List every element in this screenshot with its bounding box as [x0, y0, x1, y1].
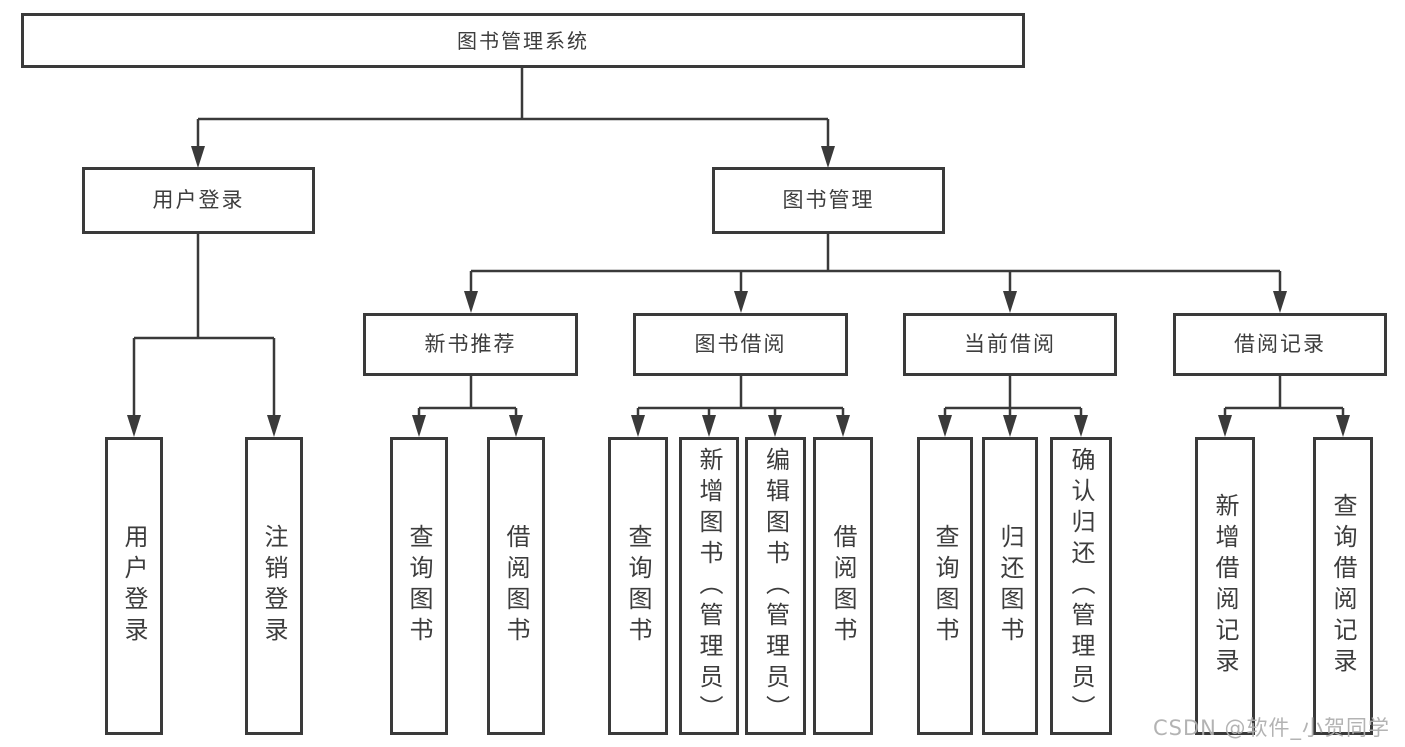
node-borrow-records: 借阅记录	[1173, 313, 1387, 376]
node-book-management: 图书管理	[712, 167, 945, 234]
leaf-add-book-admin: 新增图书（管理员）	[679, 437, 739, 735]
leaf-query-books-recommend: 查询图书	[390, 437, 448, 735]
arrow-icon	[821, 146, 835, 168]
arrow-icon	[412, 415, 426, 437]
leaf-query-borrow-record: 查询借阅记录	[1313, 437, 1373, 735]
arrow-icon	[127, 415, 141, 437]
arrow-icon	[1336, 415, 1350, 437]
leaf-logout-login: 注销登录	[245, 437, 303, 735]
leaf-query-books-borrow: 查询图书	[608, 437, 668, 735]
node-book-borrow: 图书借阅	[633, 313, 848, 376]
arrow-icon	[1273, 291, 1287, 313]
leaf-return-book: 归还图书	[982, 437, 1038, 735]
leaf-query-books-current: 查询图书	[917, 437, 973, 735]
leaf-borrow-books-recommend: 借阅图书	[487, 437, 545, 735]
connector-book-management	[469, 234, 1282, 296]
arrow-icon	[938, 415, 952, 437]
leaf-confirm-return-admin: 确认归还（管理员）	[1050, 437, 1112, 735]
arrow-icon	[509, 415, 523, 437]
leaf-edit-book-admin: 编辑图书（管理员）	[745, 437, 806, 735]
leaf-add-borrow-record: 新增借阅记录	[1195, 437, 1255, 735]
arrow-icon	[1074, 415, 1088, 437]
connector-current-borrow	[943, 376, 1083, 420]
arrow-icon	[836, 415, 850, 437]
arrow-icon	[1218, 415, 1232, 437]
connector-new-book-recommend	[417, 376, 518, 420]
connector-book-borrow	[636, 376, 845, 420]
arrow-icon	[1003, 415, 1017, 437]
node-current-borrow: 当前借阅	[903, 313, 1117, 376]
arrow-icon	[702, 415, 716, 437]
connector-user-login	[132, 234, 276, 420]
arrow-icon	[1003, 291, 1017, 313]
arrow-icon	[734, 291, 748, 313]
arrow-icon	[464, 291, 478, 313]
leaf-borrow-books: 借阅图书	[813, 437, 873, 735]
connector-root	[196, 68, 830, 150]
arrowheads	[127, 146, 1350, 437]
node-user-login: 用户登录	[82, 167, 315, 234]
leaf-user-login: 用户登录	[105, 437, 163, 735]
node-new-book-recommend: 新书推荐	[363, 313, 578, 376]
arrow-icon	[631, 415, 645, 437]
arrow-icon	[191, 146, 205, 168]
connector-borrow-records	[1223, 376, 1345, 420]
arrow-icon	[768, 415, 782, 437]
arrow-icon	[267, 415, 281, 437]
node-root: 图书管理系统	[21, 13, 1025, 68]
csdn-watermark: CSDN @软件_小贺同学	[1153, 716, 1391, 740]
